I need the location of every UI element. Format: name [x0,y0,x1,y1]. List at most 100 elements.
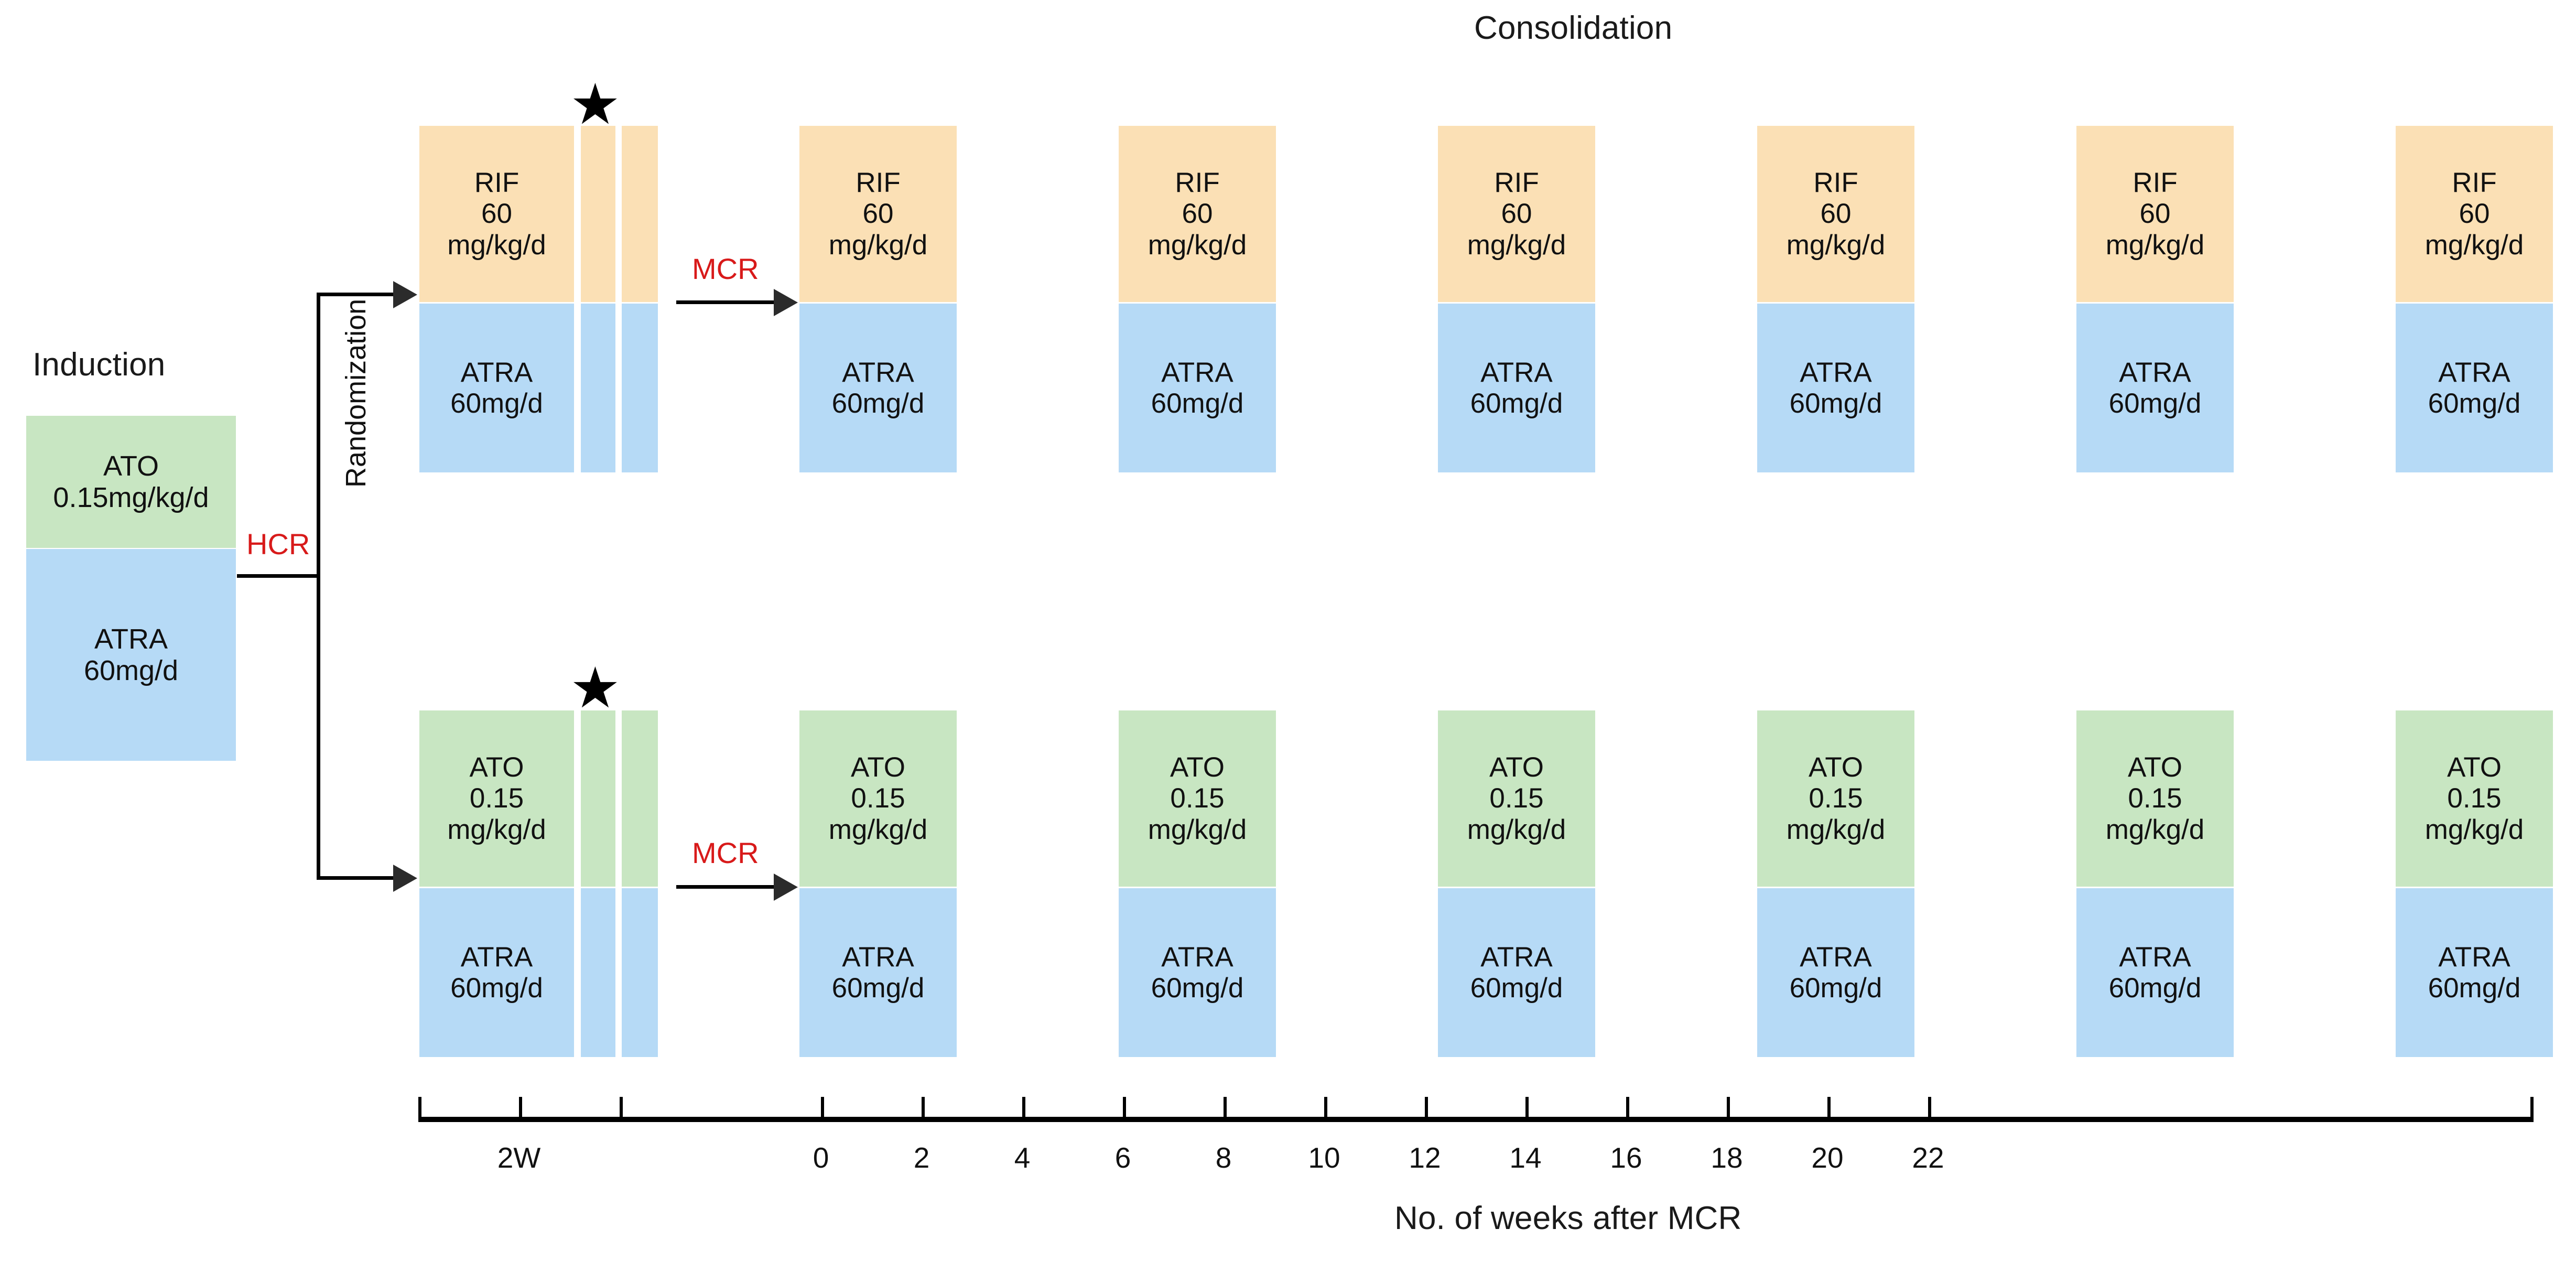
x-axis-tick-label-0: 0 [813,1141,829,1174]
ato-dose-unit: mg/kg/d [1148,814,1247,845]
rif-dose-value: 60 [2139,198,2171,230]
ato-name: ATO [2127,751,2183,783]
atra-dose: 60mg/d [2108,973,2202,1004]
atra-name: ATRA [1800,357,1872,388]
atra-name: ATRA [1480,357,1553,388]
atra-dose: 60mg/d [1151,388,1244,419]
rif-arm-2w-stripe2-top [622,126,658,302]
branch-line-ato-arm [317,876,394,880]
rif-dose-value: 60 [1820,198,1852,230]
atra-name: ATRA [2438,941,2510,973]
rif-dose-unit: mg/kg/d [2425,229,2524,261]
atra-name: ATRA [1161,941,1233,973]
hcr-connector-line [237,574,320,578]
x-axis-tick-label-6: 6 [1114,1141,1131,1174]
ato-arm-2w-stripe2-bottom [622,888,658,1057]
x-axis-tick-2 [922,1097,925,1118]
atra-name: ATRA [2119,357,2191,388]
atra-name: ATRA [842,941,914,973]
atra-dose: 60mg/d [1470,973,1563,1004]
x-axis-title: No. of weeks after MCR [1394,1200,1742,1236]
x-axis-left-cap [418,1097,421,1118]
rif-name: RIF [1494,167,1539,198]
x-axis-tick-label-20: 20 [1811,1141,1844,1174]
induction-ato-block: ATO 0.15mg/kg/d [26,416,236,548]
x-axis-tick-label-2: 2 [913,1141,930,1174]
x-axis-tick-14 [1525,1097,1529,1118]
ato-dose-value: 0.15 [2447,783,2502,814]
ato-arm-2w-stripe2-top [622,710,658,887]
rif-dose-unit: mg/kg/d [828,229,928,261]
rif-dose-value: 60 [1501,198,1532,230]
x-axis-tick-2W [519,1097,522,1118]
branch-arrowhead-rif-arm [393,281,417,308]
x-axis-tick-label-10: 10 [1308,1141,1340,1174]
branch-line-rif-arm [317,293,394,296]
mcr-connector-line-rif-arm [676,300,776,304]
ato-dose-unit: mg/kg/d [447,814,546,845]
atra-name: ATRA [1480,941,1553,973]
ato-arm-2w-ato-block: ATO 0.15 mg/kg/d [419,710,574,887]
ato-name: ATO [850,751,906,783]
ato-name: ATO [469,751,524,783]
ato-dose-value: 0.15 [851,783,905,814]
rif-name: RIF [474,167,519,198]
rif-dose-value: 60 [481,198,512,230]
rif-arm-2w-rif-block: RIF 60 mg/kg/d [419,126,574,302]
atra-name: ATRA [1800,941,1872,973]
atra-dose: 60mg/d [1789,388,1882,419]
mcr-label-ato-arm: MCR [692,836,759,869]
x-axis-tick-16 [1626,1097,1629,1118]
ato-dose-unit: mg/kg/d [1467,814,1566,845]
rif-dose-unit: mg/kg/d [2105,229,2205,261]
ato-arm-2w-stripe1-bottom [581,888,615,1057]
x-axis-tick-6 [1123,1097,1126,1118]
ato-name: ATO [2447,751,2502,783]
x-axis-tick-12 [1425,1097,1428,1118]
ato-name: ATO [1170,751,1225,783]
x-axis-line [418,1117,2534,1122]
atra-dose: 60mg/d [1789,973,1882,1004]
rif-dose-unit: mg/kg/d [1467,229,1566,261]
induction-ato-dose: 0.15mg/kg/d [53,482,209,513]
consolidation-title: Consolidation [1474,10,1673,46]
x-axis-tick-label-16: 16 [1610,1141,1642,1174]
atra-name: ATRA [842,357,914,388]
x-axis-tick-label-8: 8 [1215,1141,1232,1174]
rif-arm-2w-stripe1-bottom [581,304,615,472]
ato-dose-value: 0.15 [469,783,524,814]
atra-dose: 60mg/d [2428,973,2521,1004]
rif-dose-unit: mg/kg/d [447,229,546,261]
ato-dose-unit: mg/kg/d [1786,814,1886,845]
rif-name: RIF [856,167,901,198]
mcr-connector-line-ato-arm [676,885,776,889]
ato-dose-value: 0.15 [1170,783,1225,814]
atra-name: ATRA [2438,357,2510,388]
atra-name: ATRA [460,941,533,973]
ato-dose-value: 0.15 [1489,783,1544,814]
star-icon-rif-arm: ★ [570,72,621,136]
rif-arm-2w-stripe1-top [581,126,615,302]
atra-dose: 60mg/d [2428,388,2521,419]
induction-atra-dose: 60mg/d [83,655,179,686]
x-axis-right-cap [2530,1097,2534,1118]
x-axis-tick-8 [1224,1097,1227,1118]
x-axis-tick-label-12: 12 [1409,1141,1441,1174]
atra-dose: 60mg/d [450,973,543,1004]
ato-name: ATO [1808,751,1864,783]
